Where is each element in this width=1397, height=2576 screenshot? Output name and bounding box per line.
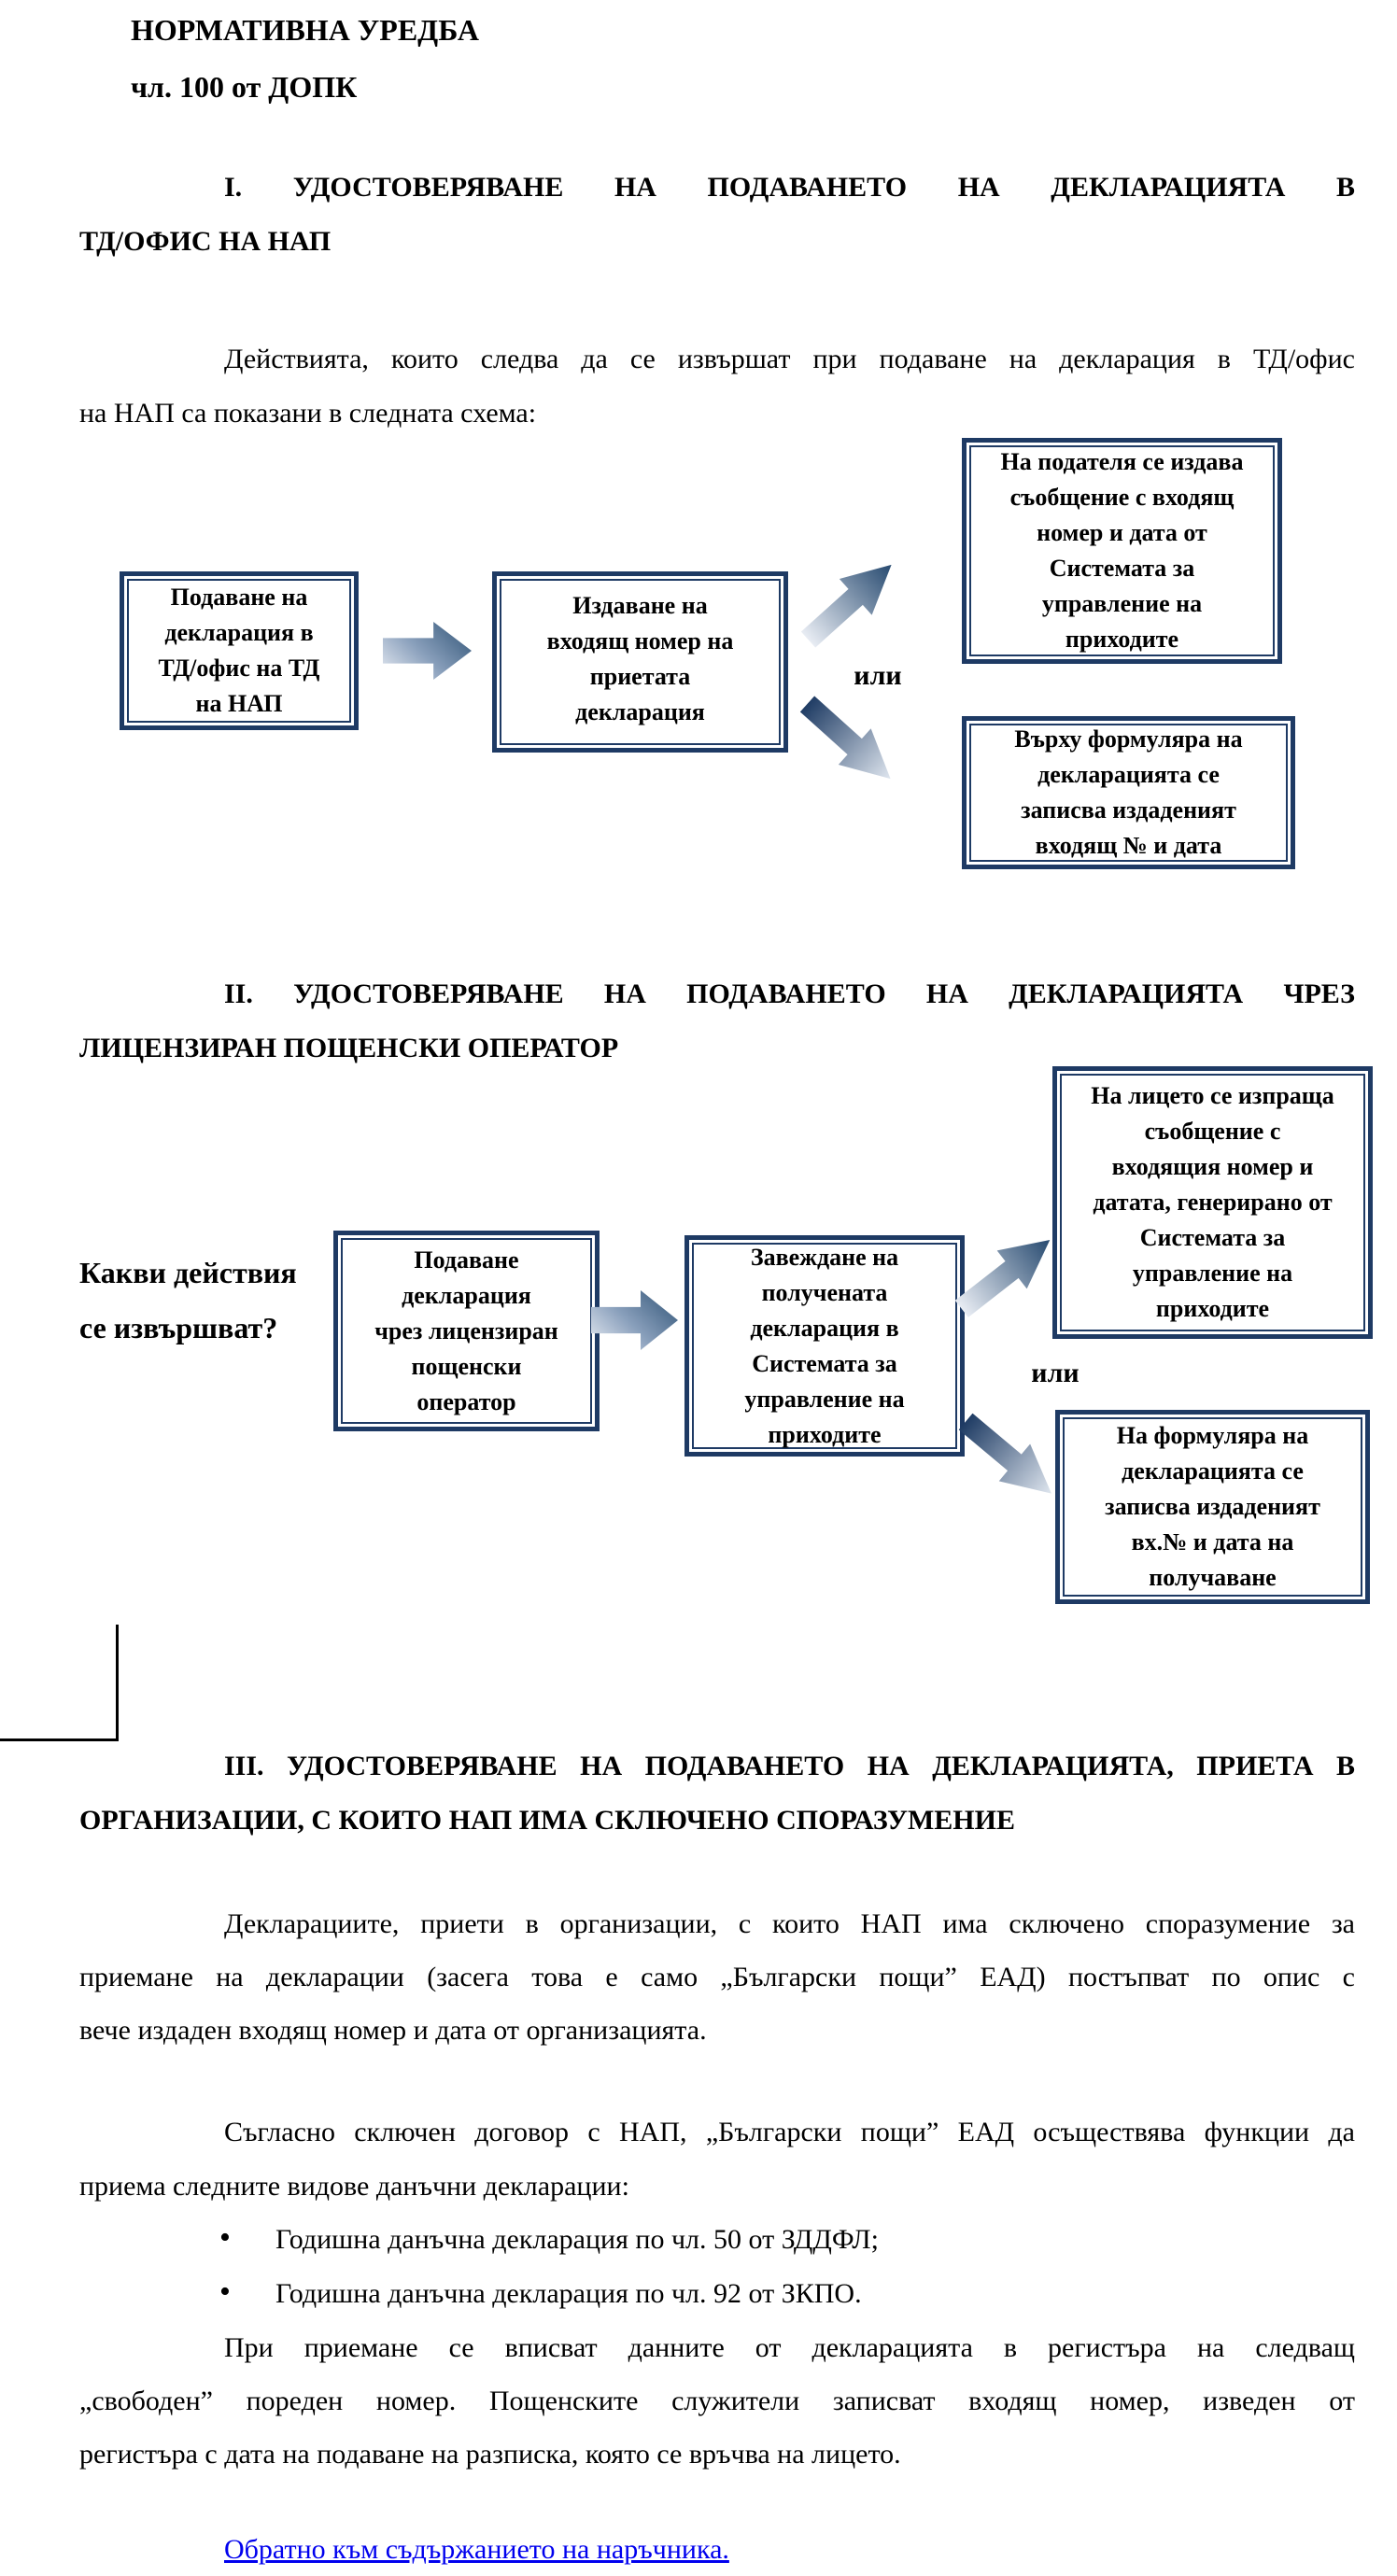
bullet-item-1-text: Годишна данъчна декларация по чл. 50 от … [275, 2224, 879, 2255]
flowchart1-box-written-on-form: Върху формуляра на декларацията се запис… [962, 716, 1295, 869]
arrow-right-icon [591, 1290, 678, 1350]
bullet-icon: • [219, 2274, 231, 2309]
flowchart2-box-message-sent-text: На лицето се изпраща съобщение с входящи… [1060, 1074, 1365, 1331]
section-1-heading-line-1: I. УДОСТОВЕРЯВАНЕ НА ПОДАВАНЕТО НА ДЕКЛА… [224, 172, 1355, 203]
flowchart1-box-submit-declaration: Подаване на декларация в ТД/офис на ТД н… [120, 571, 359, 730]
section-1-intro-line-2: на НАП са показани в следната схема: [79, 398, 537, 429]
flowchart1-or-label: или [854, 660, 902, 691]
document-title: НОРМАТИВНА УРЕДБА чл. 100 от ДОПК [131, 13, 480, 104]
bullet-item-2-text: Годишна данъчна декларация по чл. 92 от … [275, 2278, 862, 2309]
bullet-item-2: • Годишна данъчна декларация по чл. 92 о… [79, 2267, 1355, 2320]
flowchart1-box-written-on-form-text: Върху формуляра на декларацията се запис… [969, 724, 1288, 862]
flowchart1-box-submit-declaration-text: Подаване на декларация в ТД/офис на ТД н… [127, 579, 351, 723]
flowchart2-side-question-label: Какви действия се извършват? [79, 1256, 297, 1344]
flowchart2-box-register-declaration: Завеждане на получената декларация в Сис… [684, 1235, 965, 1457]
flowchart2-box-submit-via-post-text: Подаване декларация чрез лицензиран поще… [341, 1238, 592, 1424]
bracket-horizontal-line [0, 1738, 119, 1741]
section-3-paragraph-1-line-2: приемане на декларации (засега това е са… [79, 1962, 1355, 1992]
bracket-vertical-line [116, 1625, 119, 1738]
section-1-heading-line-2: ТД/ОФИС НА НАП [79, 226, 332, 257]
flowchart2-box-number-on-form: На формуляра на декларацията се записва … [1055, 1410, 1370, 1604]
section-3-heading-line-1: III. УДОСТОВЕРЯВАНЕ НА ПОДАВАНЕТО НА ДЕК… [224, 1751, 1355, 1781]
section-3-paragraph-1-line-3: вече издаден входящ номер и дата от орга… [79, 2015, 707, 2046]
flowchart1-box-message-from-system: На подателя се издава съобщение с входящ… [962, 438, 1282, 664]
flowchart2-box-number-on-form-text: На формуляра на декларацията се записва … [1063, 1417, 1362, 1597]
flowchart1-box-issue-number: Издаване на входящ номер на приетата дек… [492, 571, 788, 753]
flowchart2-box-submit-via-post: Подаване декларация чрез лицензиран поще… [333, 1231, 600, 1431]
section-1-intro-line-1: Действията, които следва да се извършат … [224, 344, 1355, 374]
section-3-paragraph-3-line-2: „свободен” пореден номер. Пощенските слу… [79, 2386, 1355, 2416]
flowchart2-box-message-sent: На лицето се изпраща съобщение с входящи… [1052, 1066, 1373, 1339]
arrow-up-right-icon [792, 547, 908, 658]
section-3-paragraph-3-line-1: При приемане се вписват данните от декла… [224, 2332, 1355, 2363]
bullet-item-1: • Годишна данъчна декларация по чл. 50 о… [79, 2213, 1355, 2266]
section-3-paragraph-2-line-2: приема следните видове данъчни деклараци… [79, 2171, 629, 2202]
flowchart1-box-issue-number-text: Издаване на входящ номер на приетата дек… [500, 579, 781, 745]
section-2-heading-line-1: II. УДОСТОВЕРЯВАНЕ НА ПОДАВАНЕТО НА ДЕКЛ… [224, 978, 1355, 1009]
back-to-contents-link[interactable]: Обратно към съдържанието на наръчника. [224, 2534, 729, 2565]
section-2-heading-line-2: ЛИЦЕНЗИРАН ПОЩЕНСКИ ОПЕРАТОР [79, 1033, 619, 1063]
section-3-paragraph-3-line-3: регистъра с дата на подаване на разписка… [79, 2439, 901, 2470]
section-3-heading-line-2: ОРГАНИЗАЦИИ, С КОИТО НАП ИМА СКЛЮЧЕНО СП… [79, 1805, 1015, 1836]
arrow-down-right-icon [950, 1403, 1066, 1513]
flowchart2-or-label: или [1031, 1358, 1080, 1388]
bullet-icon: • [219, 2220, 231, 2255]
arrow-down-right-icon [791, 686, 907, 797]
flowchart1-box-message-from-system-text: На подателя се издава съобщение с входящ… [969, 445, 1275, 656]
flowchart2-box-register-declaration-text: Завеждане на получената декларация в Сис… [692, 1243, 957, 1449]
arrow-right-icon [383, 622, 472, 680]
section-3-paragraph-1-line-1: Декларациите, приети в организации, с ко… [224, 1908, 1355, 1939]
section-3-paragraph-2-line-1: Съгласно сключен договор с НАП, „Българс… [224, 2117, 1355, 2147]
